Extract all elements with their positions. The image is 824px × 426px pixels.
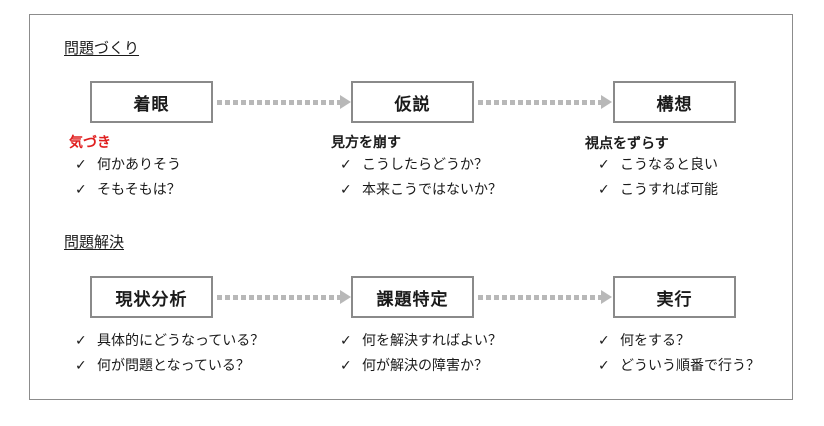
arrow-head [601,290,612,304]
step-box-jikkou: 実行 [613,276,736,318]
checklist-kadai-tokutei: ✓何を解決すればよい？ ✓何が解決の障害か？ [340,329,502,379]
check-icon: ✓ [75,182,87,198]
arrow-dots [478,295,601,300]
flow-arrow [478,290,612,304]
note-heading-kizuki: 気づき [69,135,111,151]
step-box-chakugan: 着眼 [90,81,213,123]
step-box-kasetsu: 仮説 [351,81,474,123]
check-icon: ✓ [75,333,87,349]
step-box-genjou-bunseki: 現状分析 [90,276,213,318]
note-heading-shiten: 視点をずらす [585,136,669,152]
check-icon: ✓ [340,358,352,374]
list-item: ✓本来こうではないか？ [340,178,502,203]
checklist-kousou: ✓こうなると良い ✓こうすれば可能 [598,153,718,203]
check-icon: ✓ [340,333,352,349]
step-box-kousou: 構想 [613,81,736,123]
check-icon: ✓ [75,358,87,374]
check-icon: ✓ [340,182,352,198]
note-heading-mikata: 見方を崩す [331,135,401,151]
check-icon: ✓ [598,333,610,349]
section-title-problem-solving: 問題解決 [64,233,125,251]
list-item: ✓こうすれば可能 [598,178,718,203]
checklist-jikkou: ✓何をする？ ✓どういう順番で行う？ [598,329,760,379]
flow-arrow [217,95,351,109]
list-item: ✓何をする？ [598,329,760,354]
arrow-head [340,95,351,109]
check-icon: ✓ [598,182,610,198]
section-title-problem-making: 問題づくり [64,39,140,57]
check-icon: ✓ [75,157,87,173]
arrow-head [601,95,612,109]
list-item: ✓どういう順番で行う？ [598,354,760,379]
checklist-genjou-bunseki: ✓具体的にどうなっている？ ✓何が問題となっている？ [75,329,264,379]
list-item: ✓何かありそう [75,153,181,178]
arrow-dots [478,100,601,105]
checklist-chakugan: ✓何かありそう ✓そもそもは？ [75,153,181,203]
list-item: ✓何が解決の障害か？ [340,354,502,379]
flow-arrow [478,95,612,109]
diagram-frame [29,14,793,400]
list-item: ✓何が問題となっている？ [75,354,264,379]
list-item: ✓そもそもは？ [75,178,181,203]
check-icon: ✓ [598,358,610,374]
list-item: ✓こうしたらどうか？ [340,153,502,178]
flow-arrow [217,290,351,304]
check-icon: ✓ [598,157,610,173]
list-item: ✓こうなると良い [598,153,718,178]
arrow-dots [217,295,340,300]
list-item: ✓具体的にどうなっている？ [75,329,264,354]
list-item: ✓何を解決すればよい？ [340,329,502,354]
checklist-kasetsu: ✓こうしたらどうか？ ✓本来こうではないか？ [340,153,502,203]
arrow-head [340,290,351,304]
check-icon: ✓ [340,157,352,173]
arrow-dots [217,100,340,105]
step-box-kadai-tokutei: 課題特定 [351,276,474,318]
